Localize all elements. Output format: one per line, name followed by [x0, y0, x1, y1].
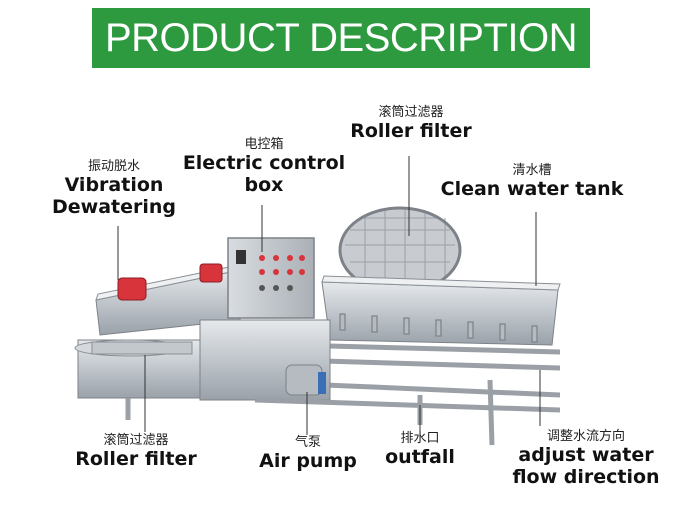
label-en: Roller filter: [75, 447, 197, 470]
water-pipes: [289, 342, 561, 398]
label-en-line2: flow direction: [512, 465, 660, 488]
label-cn: 清水槽: [512, 163, 552, 178]
label-roller-filter-bottom: 滚筒过滤器 Roller filter: [74, 433, 198, 471]
label-outfall: 排水口 outfall: [378, 431, 462, 469]
label-electric-control-box: 电控箱 Electric control box: [180, 137, 348, 197]
label-cn: 滚筒过滤器: [103, 433, 169, 448]
label-cn: 排水口: [400, 431, 440, 446]
label-vibration-dewatering: 振动脱水 Vibration Dewatering: [44, 159, 184, 219]
label-air-pump: 气泵 Air pump: [252, 435, 364, 473]
callout-lines: [117, 156, 541, 435]
title-banner: PRODUCT DESCRIPTION: [92, 8, 590, 68]
label-en-line1: adjust water: [518, 443, 654, 466]
label-adjust-water: 调整水流方向 adjust water flow direction: [508, 429, 664, 489]
label-en-line1: Vibration: [64, 173, 164, 196]
label-en: outfall: [385, 445, 455, 468]
label-clean-water-tank: 清水槽 Clean water tank: [440, 163, 624, 201]
label-en: Roller filter: [350, 119, 472, 142]
label-cn: 振动脱水: [87, 159, 140, 174]
label-cn: 气泵: [294, 435, 321, 450]
vibration-dewatering-unit: [95, 263, 246, 336]
vibration-motor-icon: [117, 263, 223, 301]
roller-filter-drum: [338, 206, 462, 294]
label-en: Clean water tank: [440, 177, 624, 200]
label-roller-filter-top: 滚筒过滤器 Roller filter: [350, 105, 472, 143]
electric-control-box: [227, 237, 315, 319]
label-en-line1: Electric control: [182, 151, 346, 174]
label-en-line2: box: [244, 173, 284, 196]
page-title: PRODUCT DESCRIPTION: [104, 15, 578, 60]
label-cn: 滚筒过滤器: [378, 105, 444, 120]
label-cn: 电控箱: [244, 137, 284, 152]
machine-frame: [125, 319, 561, 446]
water-nozzles: [339, 313, 538, 343]
label-cn: 调整水流方向: [546, 429, 625, 444]
label-en-line2: Dewatering: [51, 195, 176, 218]
label-en: Air pump: [259, 449, 357, 472]
air-pump-icon: [285, 364, 326, 396]
